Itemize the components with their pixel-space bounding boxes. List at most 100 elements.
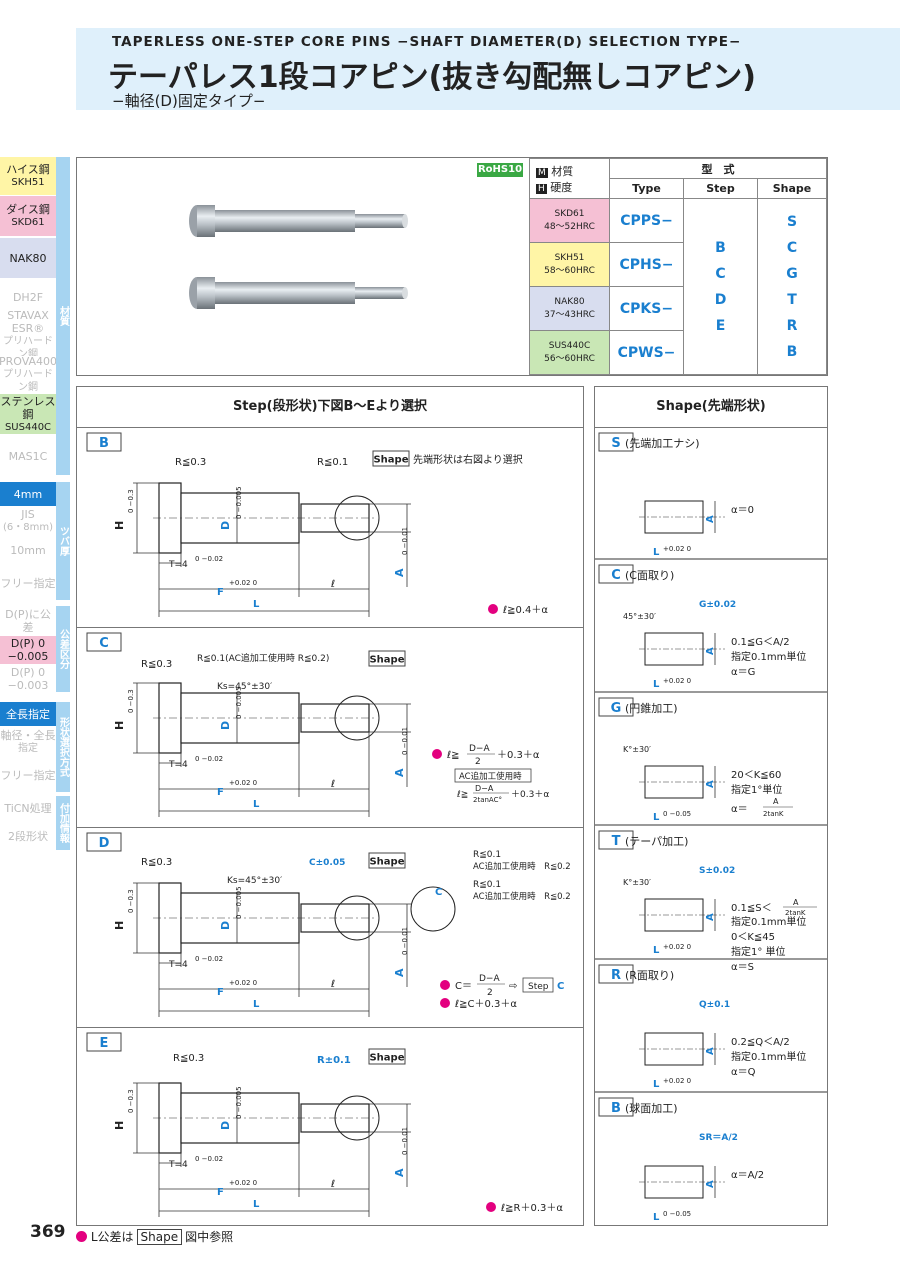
formula: 2tanAC° — [473, 796, 502, 804]
sidebar-item[interactable]: 軸径・全長指定 — [0, 728, 56, 756]
detail-circle — [410, 886, 456, 932]
angle-note: 45°±30′ — [623, 612, 656, 621]
ks-note: Ks=45°±30′ — [227, 876, 282, 886]
dim-l: L — [653, 1079, 660, 1090]
sidebar-item[interactable]: 2段形状 — [0, 822, 56, 850]
detail-circle — [334, 495, 380, 541]
tol-t: 0 −0.02 — [195, 755, 223, 763]
spec-line: 0.1≦S＜ — [731, 903, 772, 914]
step-label: B — [611, 1101, 621, 1116]
dim-a: A — [393, 768, 406, 777]
step-tag-box — [522, 977, 554, 993]
dim-l: L — [253, 999, 260, 1010]
sidebar-item[interactable]: 10mm — [0, 536, 56, 564]
sidebar-item[interactable]: 4mm — [0, 482, 56, 506]
sidebar-item[interactable]: NAK80 — [0, 238, 56, 278]
sidebar-item[interactable]: JIS(6・8mm) — [0, 508, 56, 534]
sidebar-item[interactable]: TiCN処理 — [0, 796, 56, 820]
formula: ℓ≧R＋0.3＋α — [501, 1203, 563, 1214]
shape-name: (テーパ加工) — [625, 835, 688, 848]
type-code: CPPS− — [609, 198, 684, 243]
formula: D−A — [479, 974, 500, 984]
shape-r: R(R面取り)AL+0.02 0Q±0.10.2≦Q＜A/2指定0.1mm単位α… — [595, 958, 827, 1090]
shape-c: C(C面取り)AL+0.02 0G±0.0245°±30′0.1≦G＜A/2指定… — [595, 558, 827, 690]
spec-line: A — [773, 797, 779, 806]
sidebar-item[interactable]: D(P) 0 −0.003 — [0, 666, 56, 692]
model-header: 型 式 — [609, 158, 827, 179]
tol-h: 0 −0.3 — [127, 489, 135, 513]
shape-name: (先端加工ナシ) — [625, 437, 700, 450]
tol-h: 0 −0.3 — [127, 689, 135, 713]
tol-l: +0.02 0 — [663, 1077, 691, 1085]
dim-h: H — [113, 721, 126, 730]
dim-d: D — [219, 721, 232, 730]
spec-line: 指定0.1mm単位 — [731, 650, 806, 663]
dim-l-small: ℓ — [331, 979, 335, 990]
dim-a: A — [705, 780, 716, 788]
formula: ＋0.3＋α — [497, 750, 540, 761]
tol-d: 0 −0.005 — [235, 1086, 243, 1119]
sidebar-item[interactable]: フリー指定 — [0, 758, 56, 792]
dim-t: T=4 — [168, 960, 188, 970]
top-note: Q±0.1 — [699, 1000, 730, 1010]
sidebar-item[interactable]: MAS1C — [0, 436, 56, 476]
step-section-title: Step(段形状)下図B〜Eより選択 — [77, 387, 583, 428]
tol-d: 0 −0.005 — [235, 886, 243, 919]
spec-line: α＝S — [731, 962, 754, 973]
tol-h: 0 −0.3 — [127, 889, 135, 913]
sidebar-item[interactable]: 全長指定 — [0, 702, 56, 726]
formula: ＋0.3＋α — [511, 789, 549, 800]
ks-note: Ks=45°±30′ — [217, 682, 272, 692]
dim-l: L — [653, 945, 660, 956]
dim-l: L — [253, 1199, 260, 1210]
ac-note-box — [454, 768, 532, 783]
shape-tag-box — [368, 852, 406, 869]
subtitle: −軸径(D)固定タイプ− — [112, 92, 266, 110]
step-label: D — [99, 836, 110, 851]
formula: Step — [528, 982, 549, 992]
detail-circle — [334, 895, 380, 941]
sidebar-tab: 付加情報 — [56, 796, 70, 850]
dim-a: A — [393, 568, 406, 577]
spec-line: α＝0 — [731, 505, 754, 516]
material-header: M 材質 H 硬度 — [529, 158, 610, 199]
dim-l: L — [253, 599, 260, 610]
step-label: C — [611, 568, 621, 583]
sidebar-item[interactable]: DH2F — [0, 280, 56, 314]
sidebar-item[interactable]: D(P)に公差 — [0, 608, 56, 634]
shape-section-title: Shape(先端形状) — [595, 387, 827, 428]
dim-h: H — [113, 521, 126, 530]
shape-tag: Shape — [369, 655, 404, 666]
tol-a: 0 −0.01 — [401, 727, 409, 755]
tol-l: +0.02 0 — [663, 545, 691, 553]
dim-a: A — [393, 968, 406, 977]
radius-note: R≦0.1 — [473, 880, 501, 890]
step-label-box — [598, 1097, 634, 1117]
radius-note: R≦0.1 — [317, 457, 348, 468]
dim-t: T=4 — [168, 760, 188, 770]
dim-f: F — [217, 787, 224, 798]
step-label: R — [611, 968, 621, 983]
type-code: CPHS− — [609, 242, 684, 287]
dim-a: A — [705, 647, 716, 655]
sidebar-item[interactable]: フリー指定 — [0, 566, 56, 600]
tol-a: 0 −0.01 — [401, 527, 409, 555]
sidebar-item[interactable]: STAVAX ESR®プリハードン鋼 — [0, 309, 56, 360]
top-note: S±0.02 — [699, 866, 735, 876]
sidebar-item[interactable]: D(P) 0 −0.005 — [0, 636, 56, 664]
top-note: G±0.02 — [699, 600, 736, 610]
tol-a: 0 −0.01 — [401, 927, 409, 955]
tol-t: 0 −0.02 — [195, 1155, 223, 1163]
spec-line: 指定0.1mm単位 — [731, 915, 806, 928]
